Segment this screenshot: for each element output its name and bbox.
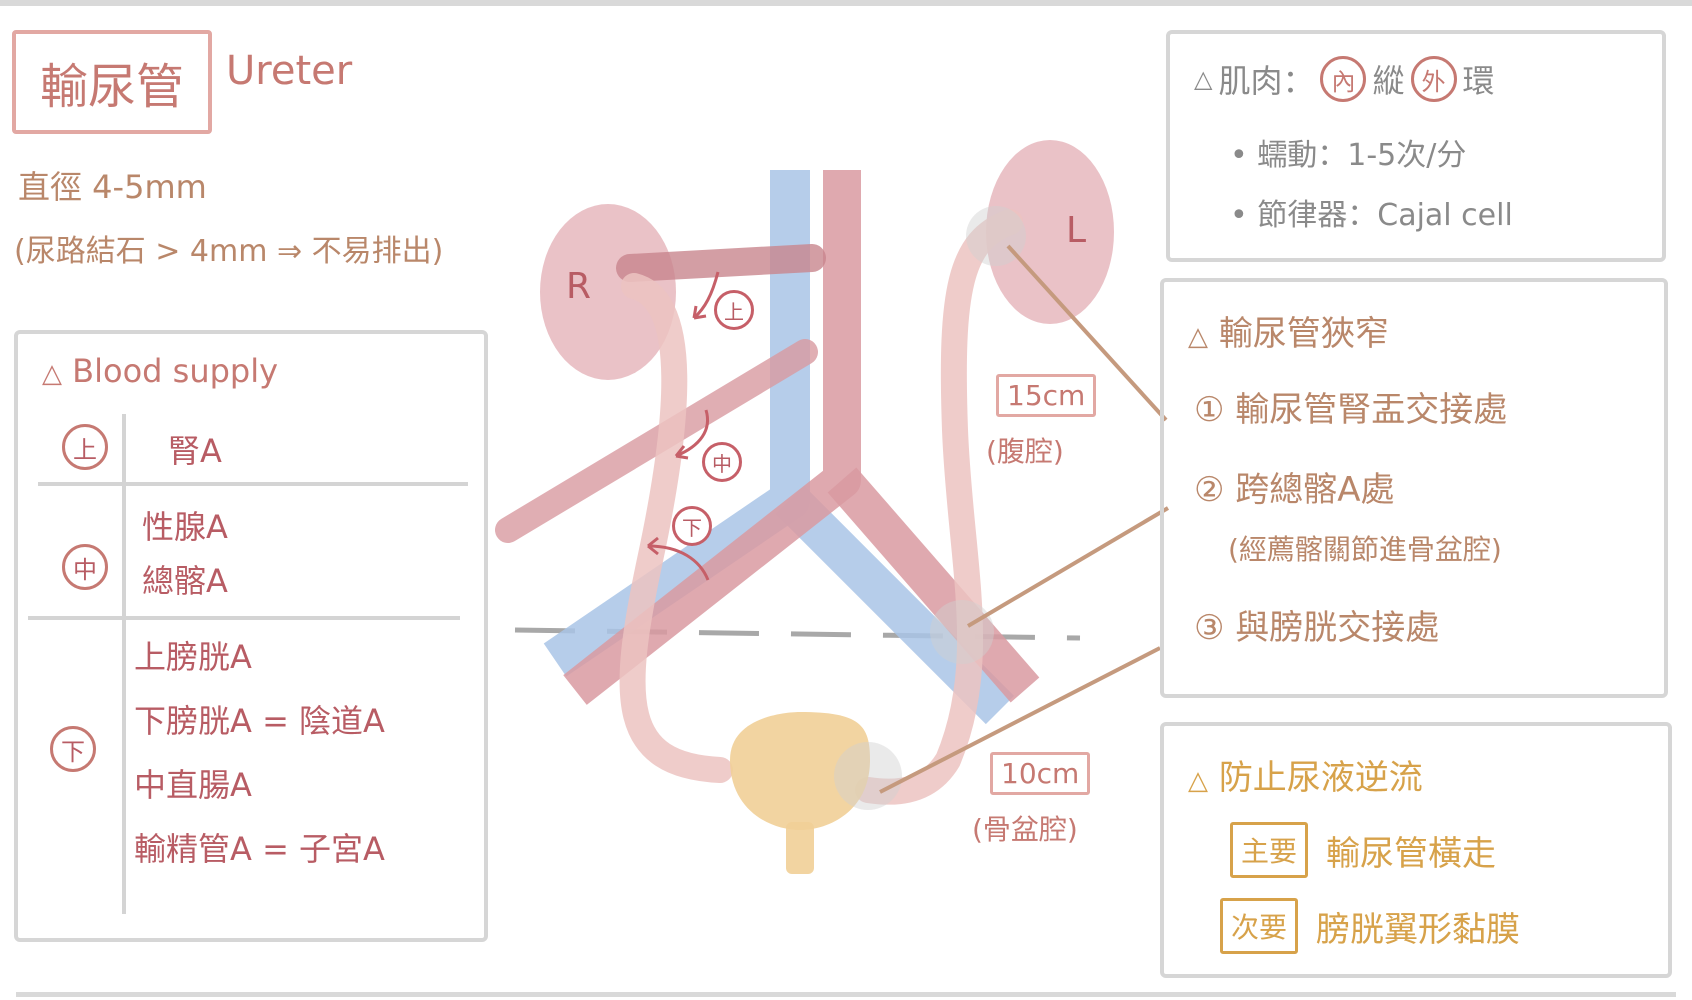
table-row-divider bbox=[28, 616, 460, 620]
diameter-note: 直徑 4-5mm bbox=[18, 168, 207, 206]
pacemaker-line: • 節律器：Cajal cell bbox=[1230, 190, 1513, 234]
table-row-divider bbox=[38, 482, 468, 486]
list-item: ③ 與膀胱交接處 bbox=[1194, 600, 1439, 649]
gonadal-artery bbox=[495, 339, 818, 543]
muscle-line: △ 肌肉： 內 縱 外 環 bbox=[1194, 56, 1495, 102]
table-column-divider bbox=[122, 414, 126, 914]
arrow-lower bbox=[647, 544, 710, 581]
inner-mark: 內 bbox=[1320, 56, 1367, 102]
reflux-prevention-panel: △ 防止尿液逆流 主要 輸尿管橫走 次要 膀胱翼形黏膜 bbox=[1160, 722, 1672, 978]
item-text: 輸尿管腎盂交接處 bbox=[1235, 390, 1508, 430]
leader-line-2 bbox=[966, 506, 1170, 628]
bullet-icon: • bbox=[1230, 138, 1248, 173]
arrow-lower-head bbox=[647, 536, 659, 556]
arrow-middle bbox=[675, 409, 709, 458]
diagram-mark-upper: 上 bbox=[714, 290, 754, 330]
tag-primary: 主要 bbox=[1230, 822, 1309, 878]
kidney-left-label: L bbox=[1066, 210, 1087, 251]
diagram-mark-middle: 中 bbox=[702, 442, 742, 482]
reflux-row: 主要 輸尿管橫走 bbox=[1230, 822, 1496, 878]
mark-lower: 下 bbox=[50, 726, 96, 772]
supply-item: 輸精管A = 子宮A bbox=[134, 830, 385, 868]
muscle-panel: △ 肌肉： 內 縱 外 環 • 蠕動：1-5次/分 • 節律器：Cajal ce… bbox=[1166, 30, 1666, 262]
length-pelvic: 10cm bbox=[990, 752, 1091, 795]
kidney-right bbox=[540, 204, 676, 380]
list-item-note: (經薦髂關節進骨盆腔) bbox=[1228, 533, 1502, 566]
reflux-text: 輸尿管橫走 bbox=[1326, 833, 1497, 874]
supply-item: 上膀胱A bbox=[134, 638, 252, 676]
blood-supply-panel: △ Blood supply 上 腎A 中 性腺A 總髂A 下 上膀胱A 下膀胱… bbox=[14, 330, 488, 942]
narrowing-heading-text: 輸尿管狹窄 bbox=[1218, 314, 1389, 354]
urethra bbox=[786, 822, 814, 874]
triangle-icon: △ bbox=[1188, 766, 1208, 796]
reflux-text: 膀胱翼形黏膜 bbox=[1316, 909, 1521, 950]
bullet-icon: • bbox=[1230, 198, 1248, 233]
arrow-upper bbox=[692, 271, 720, 320]
table-row: 上 bbox=[62, 424, 108, 470]
reflux-heading: △ 防止尿液逆流 bbox=[1188, 750, 1423, 799]
ureter-right bbox=[619, 273, 733, 783]
inner-text: 縱 bbox=[1372, 62, 1405, 100]
leader-line-1 bbox=[1006, 244, 1168, 422]
blood-supply-heading: △ Blood supply bbox=[42, 352, 278, 390]
pacemaker-text: 節律器：Cajal cell bbox=[1257, 198, 1513, 233]
ureter-left bbox=[855, 209, 1023, 805]
bottom-divider bbox=[16, 992, 1676, 997]
item-text: 與膀胱交接處 bbox=[1235, 608, 1440, 648]
narrowing-point-3 bbox=[834, 742, 902, 810]
reflux-heading-text: 防止尿液逆流 bbox=[1218, 758, 1423, 798]
reflux-row: 次要 膀胱翼形黏膜 bbox=[1220, 898, 1520, 954]
artery-branch-left bbox=[827, 467, 1040, 703]
list-item: ① 輸尿管腎盂交接處 bbox=[1194, 382, 1507, 431]
diagram-mark-lower: 下 bbox=[672, 506, 712, 546]
mark-middle: 中 bbox=[62, 544, 108, 590]
item-number: ③ bbox=[1194, 608, 1225, 648]
table-row: 中 bbox=[62, 544, 108, 590]
title-zh: 輸尿管 bbox=[12, 30, 212, 134]
arrow-upper-head bbox=[692, 305, 707, 320]
triangle-icon: △ bbox=[1194, 65, 1213, 93]
length-abdominal: 15cm bbox=[996, 374, 1097, 417]
narrowing-heading: △ 輸尿管狹窄 bbox=[1188, 306, 1389, 355]
kidney-right-label: R bbox=[566, 266, 592, 307]
ureter-narrowing-panel: △ 輸尿管狹窄 ① 輸尿管腎盂交接處 ② 跨總髂A處 (經薦髂關節進骨盆腔) ③… bbox=[1160, 278, 1668, 698]
stone-note: (尿路結石 > 4mm ⇒ 不易排出) bbox=[14, 234, 444, 269]
item-number: ① bbox=[1194, 390, 1225, 430]
kidney-left bbox=[986, 140, 1114, 324]
renal-artery bbox=[616, 244, 826, 282]
muscle-prefix: 肌肉： bbox=[1218, 62, 1315, 100]
supply-item: 腎A bbox=[168, 432, 222, 470]
peristalsis-text: 蠕動：1-5次/分 bbox=[1257, 138, 1467, 173]
triangle-icon: △ bbox=[42, 359, 62, 389]
leader-line-3 bbox=[879, 646, 1161, 794]
list-item: ② 跨總髂A處 bbox=[1194, 462, 1395, 511]
arrow-middle-head bbox=[674, 445, 689, 460]
supply-item: 中直腸A bbox=[134, 766, 252, 804]
triangle-icon: △ bbox=[1188, 322, 1208, 352]
outer-text: 環 bbox=[1462, 62, 1495, 100]
cavity-pelvic: (骨盆腔) bbox=[972, 813, 1078, 846]
narrowing-point-2 bbox=[930, 600, 994, 664]
outer-mark: 外 bbox=[1410, 56, 1457, 102]
peristalsis-line: • 蠕動：1-5次/分 bbox=[1230, 130, 1466, 174]
blood-supply-heading-text: Blood supply bbox=[72, 352, 279, 390]
bladder bbox=[730, 712, 870, 830]
item-text: 跨總髂A處 bbox=[1235, 470, 1395, 510]
title-en: Ureter bbox=[226, 48, 353, 94]
table-row: 下 bbox=[50, 726, 96, 772]
item-number: ② bbox=[1194, 470, 1225, 510]
top-divider bbox=[0, 0, 1692, 6]
mark-upper: 上 bbox=[62, 424, 108, 470]
supply-item: 總髂A bbox=[142, 562, 228, 600]
supply-item: 下膀胱A = 陰道A bbox=[134, 702, 385, 740]
cavity-abdominal: (腹腔) bbox=[986, 435, 1064, 468]
tag-secondary: 次要 bbox=[1220, 898, 1299, 954]
supply-item: 性腺A bbox=[142, 508, 228, 546]
